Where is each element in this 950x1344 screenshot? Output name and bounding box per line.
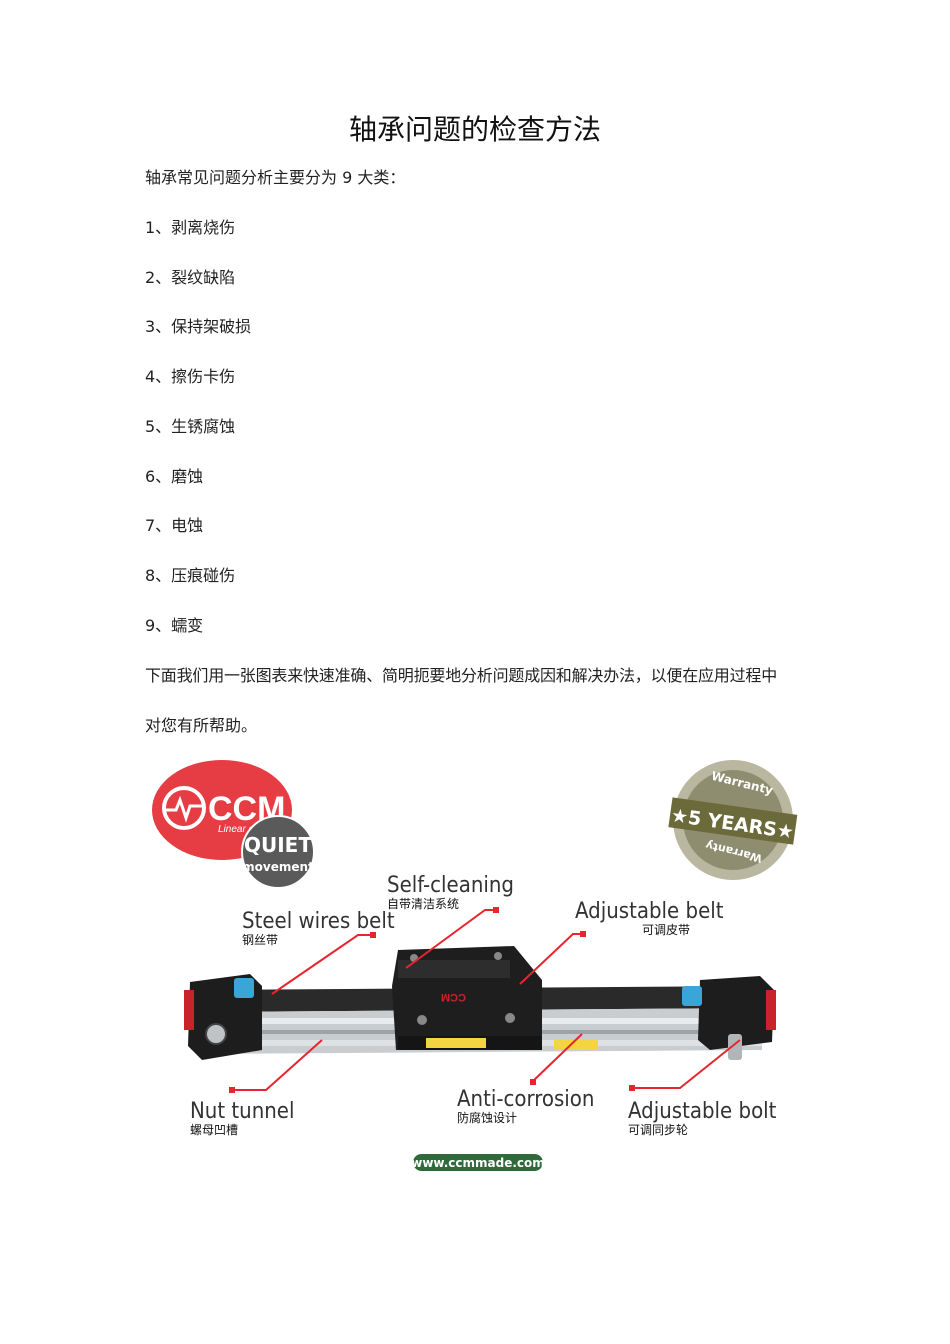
list-item: 9、蠕变	[145, 616, 204, 635]
callout-adjustable-bolt: Adjustable bolt 可调同步轮	[628, 1099, 777, 1137]
callout-zh: 可调同步轮	[628, 1123, 688, 1137]
carriage-logo: CCM	[441, 991, 466, 1003]
intro-text: 轴承常见问题分析主要分为 9 大类：	[145, 168, 406, 187]
list-item: 4、擦伤卡伤	[145, 367, 236, 386]
website-text: www.ccmmade.com	[411, 1156, 545, 1170]
product-figure: CCM Linear guide rail QUIET movement War…	[150, 750, 810, 1180]
list-item: 6、磨蚀	[145, 467, 204, 486]
list-item: 1、剥离烧伤	[145, 218, 236, 237]
callout-zh: 可调皮带	[642, 923, 690, 937]
callout-adjustable-belt: Adjustable belt 可调皮带	[575, 899, 724, 937]
website-badge: www.ccmmade.com	[411, 1154, 545, 1171]
document-title: 轴承问题的检查方法	[348, 113, 601, 146]
list-item: 8、压痕碰伤	[145, 566, 236, 585]
callout-nut-tunnel: Nut tunnel 螺母凹槽	[190, 1099, 294, 1137]
callout-zh: 钢丝带	[242, 933, 278, 947]
callout-zh: 防腐蚀设计	[457, 1110, 517, 1125]
callout-en: Nut tunnel	[190, 1099, 294, 1124]
callout-en: Steel wires belt	[242, 909, 395, 934]
callout-lines	[232, 909, 741, 1091]
callout-en: Adjustable belt	[575, 899, 724, 924]
list-item: 2、裂纹缺陷	[145, 268, 236, 287]
closing-text-line-2: 对您有所帮助。	[145, 716, 258, 735]
warranty-badge: Warranty ★5 YEARS★ Warranty	[668, 760, 798, 880]
logo-movement: movement	[242, 860, 314, 874]
callout-en: Anti-corrosion	[457, 1087, 594, 1112]
list-item: 5、生锈腐蚀	[145, 417, 236, 436]
logo-quiet: QUIET	[244, 833, 312, 857]
list-item: 3、保持架破损	[145, 317, 252, 336]
ccm-logo: CCM Linear guide rail QUIET movement	[152, 760, 315, 889]
callout-en: Adjustable bolt	[628, 1099, 777, 1124]
callout-anti-corrosion: Anti-corrosion 防腐蚀设计	[457, 1087, 594, 1125]
callout-steel-wires-belt: Steel wires belt 钢丝带	[242, 909, 395, 947]
closing-text-line-1: 下面我们用一张图表来快速准确、简明扼要地分析问题成因和解决办法，以便在应用过程中	[145, 666, 778, 685]
callout-self-cleaning: Self-cleaning 自带清洁系统	[387, 873, 514, 911]
callout-dots	[229, 907, 635, 1093]
callout-zh: 螺母凹槽	[190, 1123, 238, 1137]
list-item: 7、电蚀	[145, 516, 204, 535]
callout-en: Self-cleaning	[387, 873, 514, 898]
linear-guide-rail-image: CCM	[184, 946, 776, 1060]
callout-zh: 自带清洁系统	[387, 897, 459, 911]
